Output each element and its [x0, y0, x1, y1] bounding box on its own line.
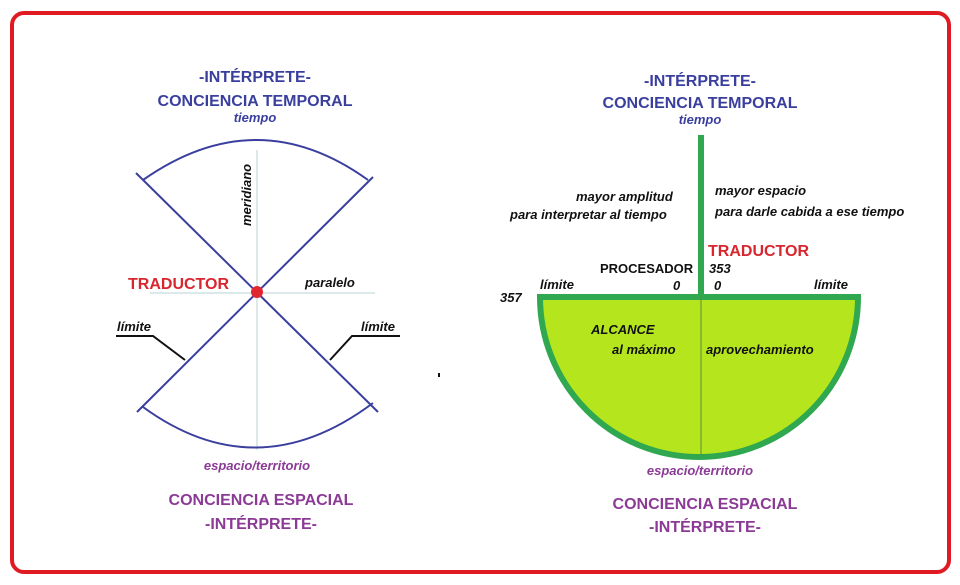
left-traductor-label: TRADUCTOR: [128, 276, 229, 293]
zero-left: 0: [673, 278, 681, 293]
espacio-line1: mayor espacio: [715, 183, 806, 198]
left-espacio-label: espacio/territorio: [204, 458, 310, 473]
right-espacio-label: espacio/territorio: [647, 463, 753, 478]
green-bowl: [536, 294, 862, 460]
center-dot: [438, 373, 440, 377]
num-357: 357: [500, 290, 522, 305]
aprovechamiento-label: aprovechamiento: [706, 342, 814, 357]
right-limite-right-label: límite: [814, 277, 848, 292]
procesador-label: PROCESADOR: [600, 261, 694, 276]
left-limite-right-label: límite: [361, 319, 395, 334]
right-tiempo-label: tiempo: [679, 112, 722, 127]
right-diagram: -INTÉRPRETE- CONCIENCIA TEMPORAL tiempo …: [500, 71, 904, 536]
left-paralelo-label: paralelo: [304, 275, 355, 290]
left-meridiano-label: meridiano: [239, 164, 254, 226]
limite-left-pointer: [116, 335, 186, 361]
bottom-arc: [142, 402, 374, 449]
left-limite-left-label: límite: [117, 319, 151, 334]
al-maximo-label: al máximo: [612, 342, 676, 357]
right-traductor-label: TRADUCTOR: [708, 243, 809, 260]
num-353: 353: [709, 261, 731, 276]
traductor-dot: [251, 286, 263, 298]
amplitud-line2: para interpretar al tiempo: [509, 207, 667, 222]
espacio-line2: para darle cabida a ese tiempo: [714, 204, 904, 219]
left-top-interprete: -INTÉRPRETE-: [199, 67, 311, 86]
right-top-interprete: -INTÉRPRETE-: [644, 71, 756, 90]
left-tiempo-label: tiempo: [234, 110, 277, 125]
right-bottom-interprete: -INTÉRPRETE-: [649, 517, 761, 536]
left-diagram: -INTÉRPRETE- CONCIENCIA TEMPORAL tiempo …: [116, 67, 400, 533]
zero-right: 0: [714, 278, 722, 293]
limite-right-pointer: [329, 335, 400, 361]
left-bottom-interprete: -INTÉRPRETE-: [205, 514, 317, 533]
left-top-conciencia-temporal: CONCIENCIA TEMPORAL: [158, 93, 353, 110]
right-limite-left-label: límite: [540, 277, 574, 292]
right-bottom-conciencia-espacial: CONCIENCIA ESPACIAL: [613, 496, 798, 513]
right-top-conciencia-temporal: CONCIENCIA TEMPORAL: [603, 95, 798, 112]
top-arc: [142, 139, 369, 181]
alcance-label: ALCANCE: [590, 322, 655, 337]
amplitud-line1: mayor amplitud: [576, 189, 674, 204]
left-bottom-conciencia-espacial: CONCIENCIA ESPACIAL: [169, 492, 354, 509]
